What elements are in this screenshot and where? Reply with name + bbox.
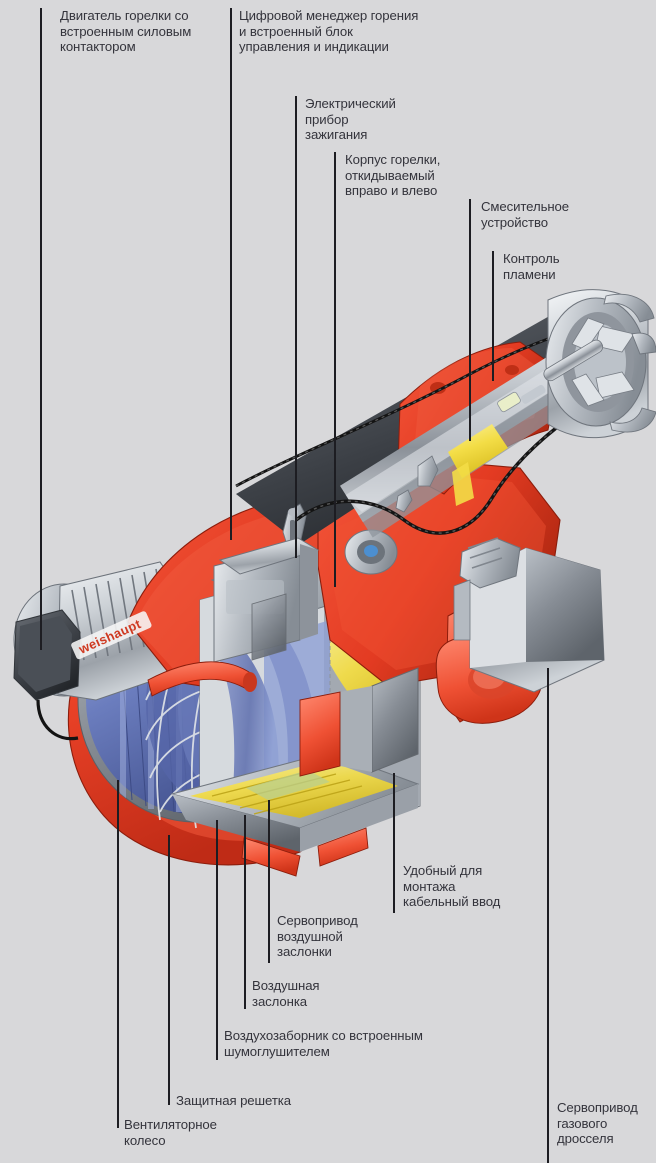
gas-throttle-servo [453, 537, 605, 693]
callout-mixing-device: Смесительное устройство [481, 199, 569, 230]
air-damper [170, 751, 420, 852]
leader-electric-ignition-device [295, 96, 297, 558]
air-damper-servo [251, 593, 287, 661]
callout-fan-wheel: Вентиляторное колесо [124, 1117, 217, 1148]
callout-air-intake-silencer: Воздухозаборник со встроенным шумоглушит… [224, 1028, 423, 1059]
callout-electric-ignition-device: Электрический прибор зажигания [305, 96, 396, 143]
leader-mixing-device [469, 199, 471, 441]
base-feet [241, 827, 369, 877]
callout-air-damper-servo: Сервопривод воздушной заслонки [277, 913, 358, 960]
leader-digital-combustion-manager [230, 8, 232, 540]
callout-burner-motor: Двигатель горелки со встроенным силовым … [60, 8, 192, 55]
callout-air-damper: Воздушная заслонка [252, 978, 320, 1009]
swing-hinge [445, 603, 485, 723]
leader-burner-housing-swing [334, 152, 336, 587]
sight-port [344, 529, 398, 575]
callout-digital-combustion-manager: Цифровой менеджер горения и встроенный б… [239, 8, 419, 55]
svg-text:weishaupt: weishaupt [76, 616, 144, 657]
brand-logo: weishaupt [71, 611, 152, 660]
digital-combustion-manager [213, 537, 320, 663]
callout-burner-housing-swing: Корпус горелки, откидываемый вправо и вл… [345, 152, 441, 199]
callout-flame-control: Контроль пламени [503, 251, 560, 282]
callout-protective-grille: Защитная решетка [176, 1093, 291, 1108]
fan-wheel [86, 586, 306, 814]
leader-burner-motor [40, 8, 42, 650]
leader-protective-grille [168, 835, 170, 1105]
burner-main-body [317, 461, 561, 724]
callout-gas-throttle-servo: Сервопривод газового дросселя [557, 1100, 638, 1147]
flame-control-detector [497, 384, 546, 413]
fan-housing-scroll [67, 554, 331, 866]
leader-air-damper [244, 815, 246, 1009]
leader-flame-control [492, 251, 494, 381]
mixing-device [543, 289, 656, 439]
leader-fan-wheel [117, 780, 119, 1128]
protective-grille [145, 609, 309, 829]
leader-cable-entry [393, 773, 395, 913]
burner-housing [127, 459, 453, 689]
leader-air-damper-servo [268, 800, 270, 963]
ignition-cable [235, 320, 607, 535]
transfer-tube [147, 661, 257, 697]
cable-entry [299, 667, 419, 777]
air-intake-silencer [199, 549, 421, 847]
internal-fittings [395, 455, 439, 513]
callout-cable-entry: Удобный для монтажа кабельный ввод [403, 863, 501, 910]
leader-air-intake-silencer [216, 820, 218, 1060]
leader-gas-throttle-servo [547, 668, 549, 1163]
air-flow-cutaway [216, 628, 318, 802]
